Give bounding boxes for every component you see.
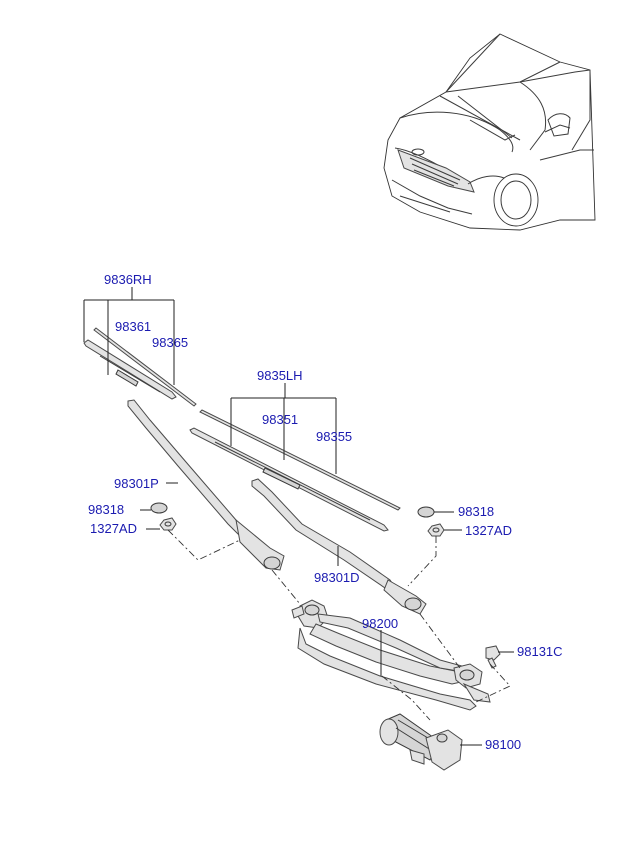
label-98200: 98200: [362, 616, 398, 631]
wiper-motor: [379, 713, 463, 771]
bolt-98131c: [485, 645, 501, 669]
rh-blade-assembly: [83, 327, 197, 407]
label-9835lh: 9835LH: [257, 368, 303, 383]
label-98355: 98355: [316, 429, 352, 444]
label-98131c: 98131C: [517, 644, 563, 659]
cap-98318-right: [417, 506, 435, 518]
label-1327ad-left: 1327AD: [90, 521, 137, 536]
lh-blade-assembly: [189, 409, 401, 532]
label-98361: 98361: [115, 319, 151, 334]
cap-98318-left: [150, 502, 168, 514]
label-1327ad-right: 1327AD: [465, 523, 512, 538]
wiper-linkage: [291, 599, 491, 711]
callout-labels: 9836RH 98361 98365 9835LH 98351 98355 98…: [88, 272, 563, 752]
assembly-lines: [167, 529, 511, 721]
wiper-arm-p: [127, 399, 285, 571]
wiper-arm-d: [251, 478, 427, 615]
label-98365: 98365: [152, 335, 188, 350]
label-98301d: 98301D: [314, 570, 360, 585]
vehicle-illustration: [383, 33, 596, 231]
label-98318-left: 98318: [88, 502, 124, 517]
label-98318-right: 98318: [458, 504, 494, 519]
leader-lines: [83, 287, 514, 746]
label-98100: 98100: [485, 737, 521, 752]
label-9836rh: 9836RH: [104, 272, 152, 287]
label-98301p: 98301P: [114, 476, 159, 491]
nut-1327ad-right: [427, 523, 445, 537]
nut-1327ad-left: [159, 517, 177, 531]
label-98351: 98351: [262, 412, 298, 427]
